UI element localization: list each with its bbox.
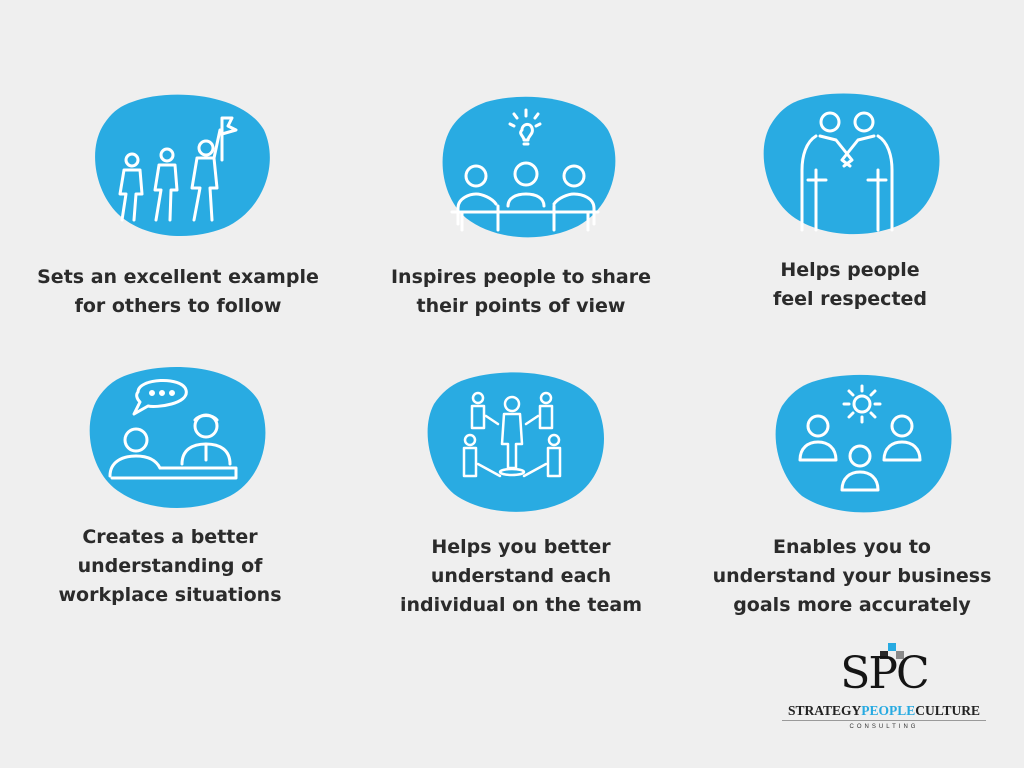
logo-word: CULTURE (915, 703, 981, 718)
team-network-icon (427, 372, 604, 512)
caption-line: individual on the team (399, 594, 643, 616)
caption-line: Enables you to (773, 536, 931, 558)
caption-line: Helps you better (431, 536, 611, 558)
conversation-icon (89, 366, 266, 508)
card-caption: Enables you to understand your business … (682, 533, 1022, 620)
caption-line: Helps people (780, 259, 920, 281)
caption-line: Sets an excellent example (37, 266, 319, 288)
team-meeting-idea-icon (442, 96, 616, 238)
caption-line: for others to follow (74, 295, 282, 317)
logo-monogram: SPC (840, 648, 929, 699)
logo-subtitle: CONSULTING (849, 724, 919, 730)
handshake-people-icon (763, 93, 940, 235)
card-caption: Creates a better understanding of workpl… (0, 523, 340, 610)
card-caption: Helps you better understand each individ… (351, 533, 691, 620)
caption-line: understand each (430, 565, 612, 587)
caption-line: Inspires people to share (390, 266, 652, 288)
logo-strapline: STRATEGYPEOPLECULTURE (778, 703, 990, 719)
logo-square-dark (880, 651, 888, 659)
caption-line: their points of view (416, 295, 626, 317)
logo-square-blue (888, 643, 896, 651)
caption-line: Creates a better (82, 526, 258, 548)
caption-line: understand your business (712, 565, 992, 587)
logo-square-gray (896, 651, 904, 659)
card-caption: Helps people feel respected (680, 256, 1020, 314)
caption-line: feel respected (772, 288, 928, 310)
caption-line: workplace situations (58, 584, 282, 606)
company-logo: SPC STRATEGYPEOPLECULTURE CONSULTING (778, 643, 990, 743)
logo-word: STRATEGY (787, 703, 862, 718)
logo-divider (782, 720, 986, 721)
caption-line: understanding of (77, 555, 263, 577)
team-gear-icon (775, 374, 952, 513)
caption-line: goals more accurately (733, 594, 971, 616)
card-caption: Sets an excellent example for others to … (8, 263, 348, 321)
leader-with-flag-icon (95, 94, 270, 237)
card-caption: Inspires people to share their points of… (351, 263, 691, 321)
logo-word-accent: PEOPLE (861, 703, 916, 718)
